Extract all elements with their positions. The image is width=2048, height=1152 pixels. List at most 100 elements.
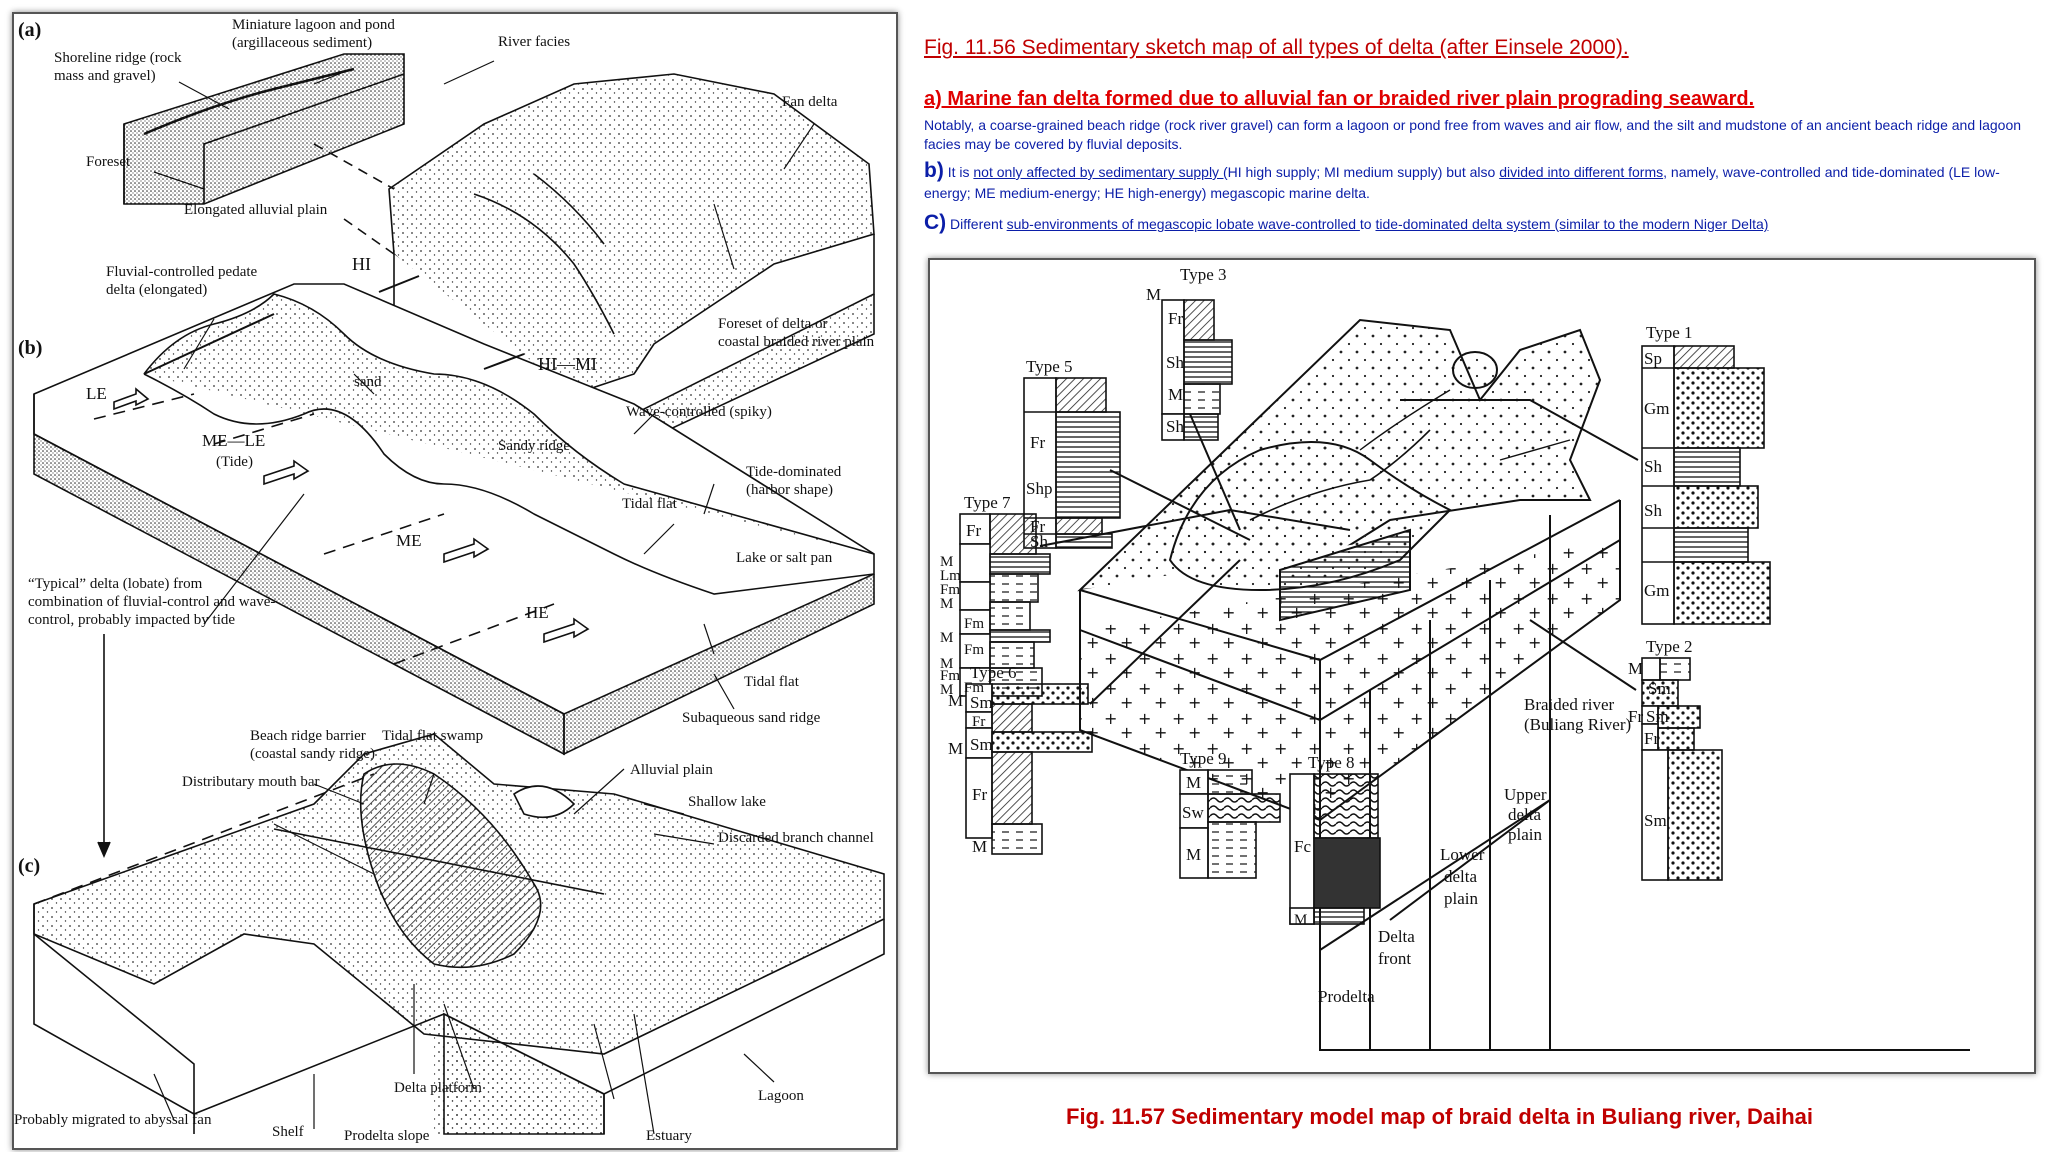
label-delta-front-1: Delta: [1378, 927, 1415, 946]
t1-gm: Gm: [1644, 399, 1670, 418]
block-a-small: [123, 53, 405, 205]
t8-fc: Fc: [1294, 837, 1311, 856]
label-delta-platform: Delta platform: [394, 1080, 482, 1096]
caption-c-3: to: [1359, 216, 1376, 232]
label-upper-2: delta: [1508, 805, 1541, 824]
t7-fm4: Fm: [940, 668, 960, 684]
type-2-title: Type 2: [1646, 637, 1693, 656]
t1-sh2: Sh: [1644, 501, 1662, 520]
t7-m4: M: [940, 656, 953, 672]
label-upper-3: plain: [1508, 825, 1542, 844]
label-me-le: ME—LE: [202, 431, 265, 450]
label-miniature-lagoon: Miniature lagoon and pond: [232, 17, 395, 33]
label-typical-delta: “Typical” delta (lobate) from: [28, 576, 203, 592]
type-1-title: Type 1: [1646, 323, 1693, 342]
label-foreset: Foreset: [86, 154, 131, 170]
t8-m: M: [1294, 912, 1307, 928]
label-typical-delta-3: control, probably impacted by tide: [28, 612, 235, 628]
t6-fr2: Fr: [972, 785, 987, 804]
t5-fr: Fr: [1030, 433, 1045, 452]
label-prodelta: Prodelta: [1318, 987, 1375, 1006]
t7-m: M: [940, 554, 953, 570]
caption-b-5: , namely, wave-controlled and tide-domin…: [924, 164, 2000, 201]
t2-fr: Fr: [1628, 707, 1643, 726]
label-a: (a): [18, 19, 41, 41]
label-harbor-shape: (harbor shape): [746, 482, 833, 498]
label-lower-1: Lower: [1440, 845, 1485, 864]
caption-c-4: tide-dominated delta system (similar to …: [1375, 216, 1769, 232]
t1-sh: Sh: [1644, 457, 1662, 476]
caption-b-3: HI high supply; MI medium supply) but al…: [1227, 164, 1500, 180]
t1-gm2: Gm: [1644, 581, 1670, 600]
t1-sp: Sp: [1644, 349, 1662, 368]
t3-sh: Sh: [1166, 353, 1184, 372]
t6-sm2: Sm: [970, 735, 993, 754]
label-delta-front-2: front: [1378, 949, 1411, 968]
label-coastal-braided: coastal braided river plain: [718, 334, 875, 350]
delta-types-sketch-panel: (a) Miniature lagoon and pond (argillace…: [12, 12, 898, 1150]
t3-fr: Fr: [1168, 309, 1183, 328]
t6-fr: Fr: [972, 714, 985, 730]
t7-m3: M: [940, 630, 953, 646]
label-b: (b): [18, 337, 42, 359]
t9-sw: Sw: [1182, 803, 1204, 822]
t2-sm3: Sm: [1644, 811, 1667, 830]
figure-11-57-caption: Fig. 11.57 Sedimentary model map of brai…: [1066, 1104, 1813, 1129]
caption-notably: Notably, a coarse-grained beach ridge (r…: [924, 117, 2022, 152]
caption-b-1: It is: [943, 164, 974, 180]
label-alluvial-plain: Alluvial plain: [630, 762, 713, 778]
caption-c-2: sub-environments of megascopic lobate wa…: [1006, 216, 1360, 232]
t3-m2: M: [1168, 385, 1183, 404]
t5-shp: Shp: [1026, 479, 1052, 498]
t3-m: M: [1146, 285, 1161, 304]
label-foreset-delta: Foreset of delta or: [718, 316, 828, 332]
t2-sm2: Sm: [1646, 707, 1669, 726]
figure-11-56-caption: Fig. 11.56 Sedimentary sketch map of all…: [924, 36, 1629, 59]
caption-c: C) Different sub-environments of megasco…: [924, 212, 2034, 235]
label-shoreline-ridge: Shoreline ridge (rock: [54, 50, 182, 66]
t5-fr2: Fr: [1030, 517, 1045, 536]
label-lower-2: delta: [1444, 867, 1477, 886]
delta-types-sketch: (a) Miniature lagoon and pond (argillace…: [14, 17, 885, 1144]
caption-a: a) Marine fan delta formed due to alluvi…: [924, 88, 1755, 110]
label-tidal-flat-2: Tidal flat: [744, 674, 800, 690]
type-8-title: Type 8: [1308, 753, 1355, 772]
type-6-title: Type 6: [970, 663, 1017, 682]
label-abyssal-fan: Probably migrated to abyssal fan: [14, 1112, 212, 1128]
label-he: HE: [526, 603, 549, 622]
label-wave-controlled: Wave-controlled (spiky): [626, 404, 772, 420]
label-lagoon: Lagoon: [758, 1088, 804, 1104]
label-hi: HI: [352, 254, 371, 274]
label-me: ME: [396, 531, 422, 550]
type-5-title: Type 5: [1026, 357, 1073, 376]
label-discarded-branch-channel: Discarded branch channel: [718, 830, 874, 846]
label-c: (c): [18, 855, 40, 877]
label-shoreline-ridge-2: mass and gravel): [54, 68, 156, 84]
t7-m2: M: [940, 596, 953, 612]
t7-fm2: Fm: [964, 616, 984, 632]
type-9-title: Type 9: [1180, 749, 1227, 768]
t7-m5: M: [940, 682, 953, 698]
label-lake-salt-pan: Lake or salt pan: [736, 550, 833, 566]
t7-fr: Fr: [966, 521, 981, 540]
t3-sh2: Sh: [1166, 417, 1184, 436]
braid-delta-model: + +: [940, 265, 1970, 1051]
label-shelf: Shelf: [272, 1124, 304, 1140]
t6-m3: M: [972, 837, 987, 856]
t7-fm5: Fm: [964, 680, 984, 696]
label-buliang-river: (Buliang River): [1524, 715, 1631, 734]
label-le: LE: [86, 384, 107, 403]
label-fan-delta: Fan delta: [782, 94, 838, 110]
caption-b-4: divided into different forms: [1499, 164, 1664, 180]
caption-b-2: not only affected by sedimentary supply …: [973, 164, 1228, 180]
label-coastal-sandy-ridge: (coastal sandy ridge): [250, 746, 375, 762]
label-elongated-alluvial-plain: Elongated alluvial plain: [184, 202, 328, 218]
label-river-facies: River facies: [498, 34, 570, 50]
t6-sm: Sm: [970, 693, 993, 712]
caption-b: b) It is not only affected by sedimentar…: [924, 160, 2034, 204]
label-prodelta-slope: Prodelta slope: [344, 1128, 430, 1144]
label-argillaceous: (argillaceous sediment): [232, 35, 372, 51]
t6-m: M: [948, 691, 963, 710]
label-upper-1: Upper: [1504, 785, 1547, 804]
t2-m: M: [1628, 659, 1643, 678]
